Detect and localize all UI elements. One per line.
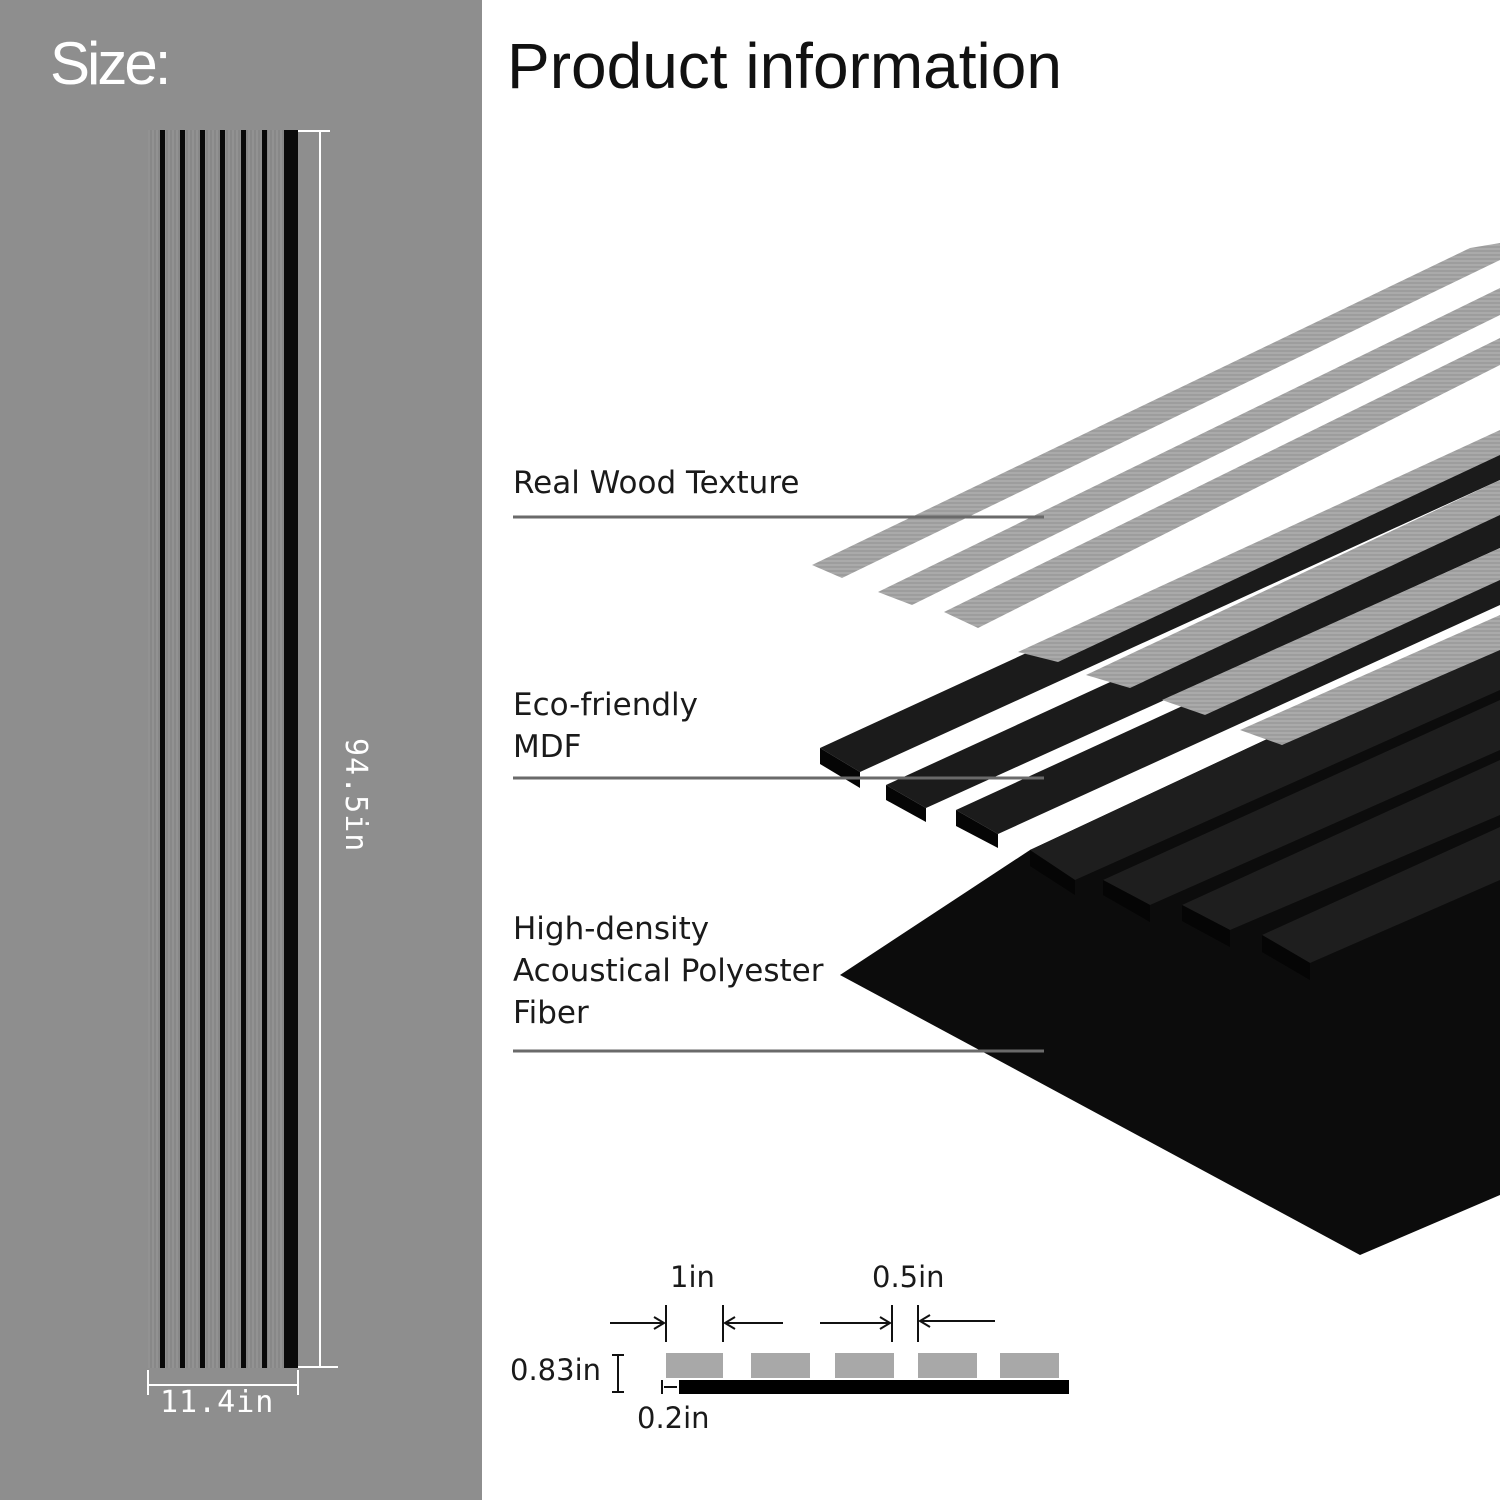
groove bbox=[262, 130, 267, 1368]
groove bbox=[220, 130, 225, 1368]
profile-slat bbox=[835, 1353, 894, 1378]
veneer-layer bbox=[812, 243, 1500, 745]
page-title: Product information bbox=[507, 30, 1062, 102]
layer-label-mdf: Eco-friendly MDF bbox=[513, 687, 698, 765]
slat-gap-label: 0.5in bbox=[872, 1260, 945, 1294]
profile-slat bbox=[918, 1353, 977, 1378]
groove bbox=[284, 130, 298, 1368]
slat-height-label: 0.83in bbox=[510, 1353, 602, 1387]
layer-label-wood-texture: Real Wood Texture bbox=[513, 465, 800, 501]
backing-thickness-label: 0.2in bbox=[637, 1401, 710, 1435]
dimension-lines bbox=[147, 130, 338, 1395]
profile-diagram bbox=[610, 1305, 1069, 1394]
layer-label-polyester-fiber: High-density Acoustical Polyester Fiber bbox=[513, 911, 824, 1031]
panel-front-view bbox=[148, 130, 298, 1368]
slat-width-label: 1in bbox=[670, 1260, 715, 1294]
exploded-layers bbox=[812, 243, 1500, 1255]
groove bbox=[200, 130, 205, 1368]
profile-slat bbox=[666, 1353, 723, 1378]
groove bbox=[180, 130, 185, 1368]
groove bbox=[241, 130, 246, 1368]
profile-slat bbox=[751, 1353, 810, 1378]
label-leader-lines bbox=[513, 515, 1044, 1053]
profile-backing bbox=[679, 1380, 1069, 1394]
panel-width-label: 11.4in bbox=[160, 1385, 275, 1420]
size-title: Size: bbox=[50, 30, 171, 97]
panel-height-label: 94.5in bbox=[338, 738, 373, 853]
groove bbox=[160, 130, 165, 1368]
profile-slat bbox=[1000, 1353, 1059, 1378]
